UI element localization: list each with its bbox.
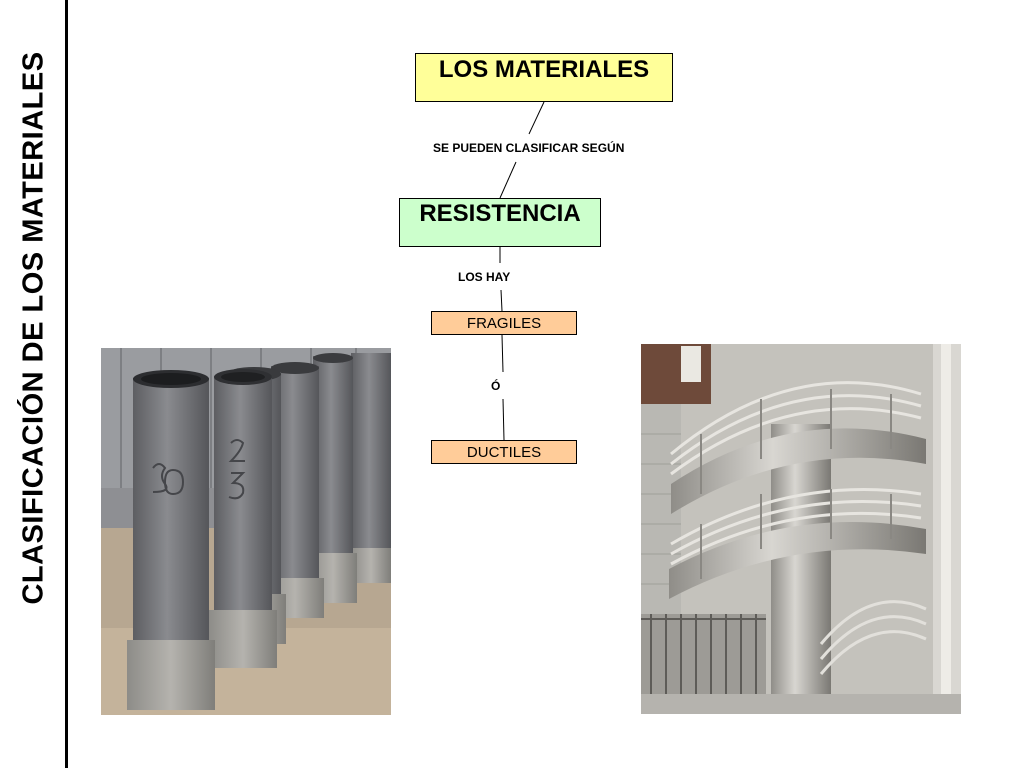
- link-label-or: Ó: [491, 379, 501, 393]
- concept-root-box: LOS MATERIALES: [415, 53, 673, 102]
- concept-root-label: LOS MATERIALES: [438, 56, 650, 83]
- concept-type-fragile-label: FRAGILES: [466, 314, 542, 332]
- side-title-band: CLASIFICACIÓN DE LOS MATERIALES: [0, 0, 68, 768]
- link-label-there-are: LOS HAY: [458, 270, 511, 284]
- connector-res-lower: [500, 289, 503, 312]
- concrete-pipes-photo: [101, 348, 391, 715]
- concept-criterion-label: RESISTENCIA: [419, 200, 581, 227]
- spiral-staircase-illustration: [641, 344, 961, 714]
- concrete-pipes-illustration: [101, 348, 391, 715]
- link-label-classify: SE PUEDEN CLASIFICAR SEGÚN: [433, 141, 625, 155]
- concept-type-fragile-box: FRAGILES: [431, 311, 577, 335]
- connector-frag-upper: [501, 334, 504, 373]
- steel-spiral-staircase-photo: [641, 344, 961, 714]
- concept-type-ductile-box: DUCTILES: [431, 440, 577, 464]
- connector-frag-lower: [502, 398, 505, 441]
- concept-type-ductile-label: DUCTILES: [466, 443, 542, 461]
- connector-root-upper: [528, 101, 545, 135]
- connector-root-lower: [499, 161, 517, 199]
- concept-criterion-box: RESISTENCIA: [399, 198, 601, 247]
